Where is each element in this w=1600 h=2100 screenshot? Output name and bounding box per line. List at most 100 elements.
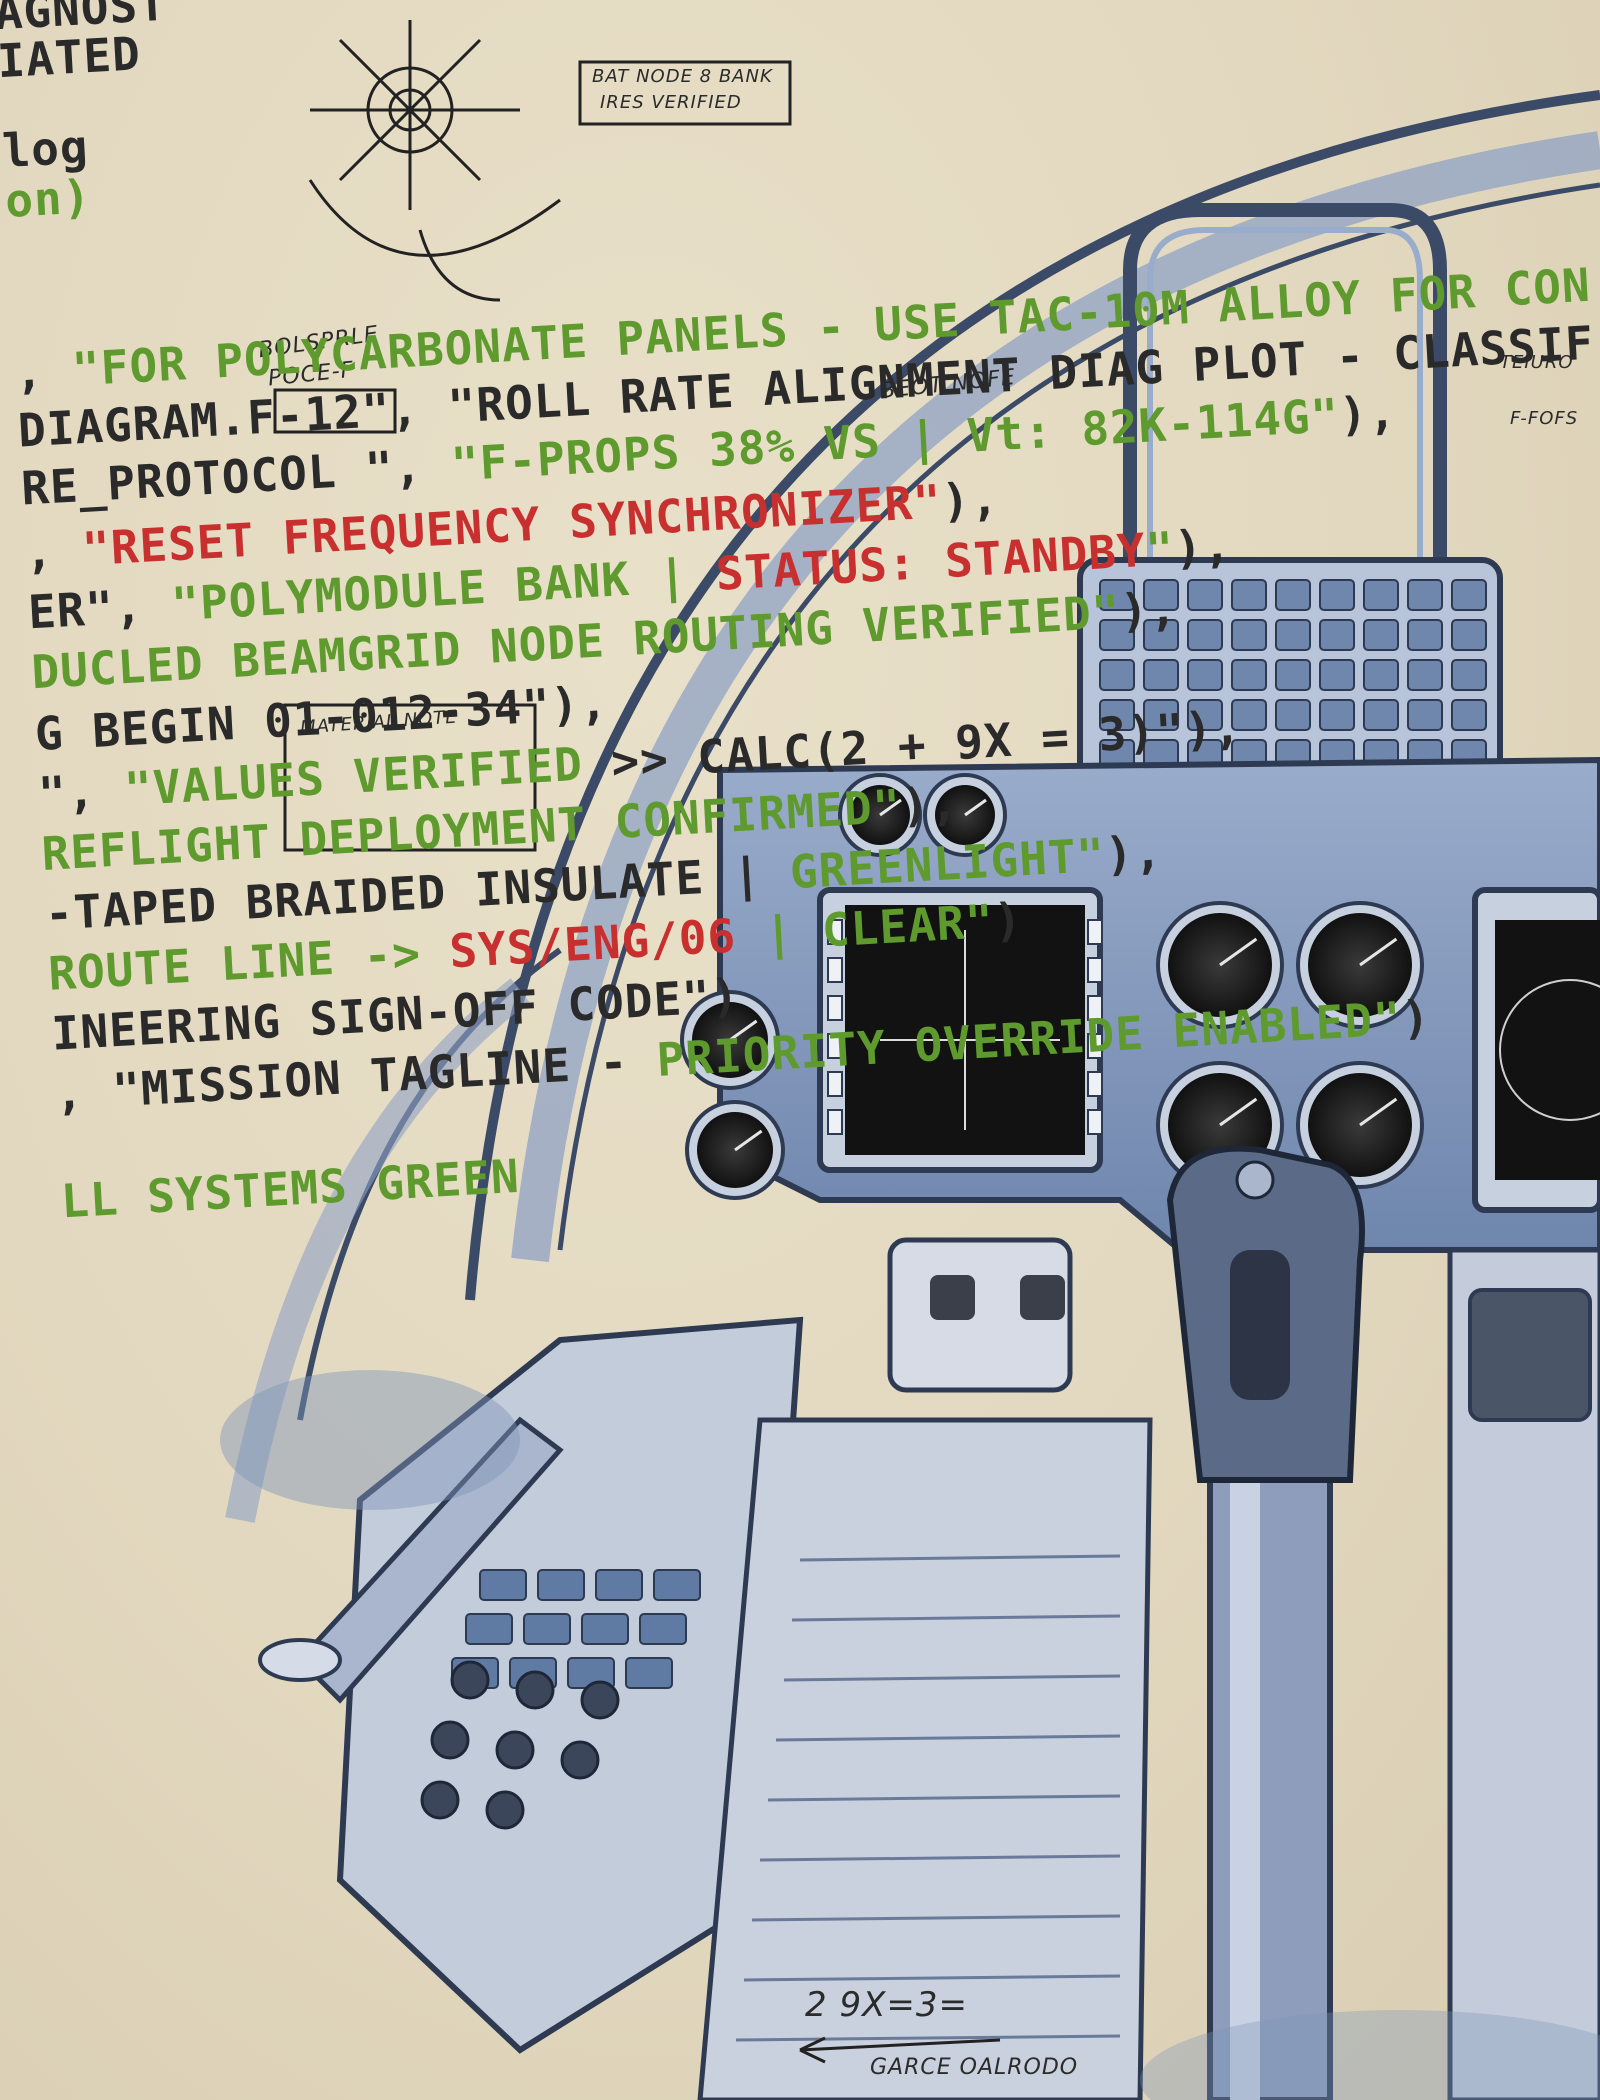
code-segment: GREENLIGHT" (788, 827, 1107, 900)
code-segment: , (13, 342, 74, 400)
floor-rib (791, 1614, 1121, 1622)
mfd-bezel-button (827, 1071, 843, 1097)
right-mfd-display (1472, 887, 1600, 1213)
keypad-key (1407, 619, 1443, 651)
keypad-key (1143, 579, 1179, 611)
keypad-key (1319, 659, 1355, 691)
code-segment: | CLEAR" (734, 893, 996, 963)
mfd-bezel-button (827, 957, 843, 983)
console-button (581, 1613, 629, 1645)
gauge-needle (734, 1129, 763, 1152)
code-line: on) (4, 169, 93, 228)
keypad-key (1143, 619, 1179, 651)
handwritten-note: 2 9X=3= (805, 1985, 968, 2025)
keypad-key (1363, 699, 1399, 731)
keypad-key (1275, 659, 1311, 691)
code-segment: ", (36, 762, 126, 822)
mfd-bezel-button (1087, 1109, 1103, 1135)
code-segment: ), (1118, 581, 1180, 639)
code-line: LL SYSTEMS GREEN (60, 1149, 521, 1229)
keypad-key (1275, 699, 1311, 731)
control-stick (1166, 1145, 1365, 2100)
keypad-key (1275, 579, 1311, 611)
console-knob (560, 1740, 600, 1780)
code-line: IATED (0, 26, 142, 88)
floor-rib (775, 1734, 1121, 1742)
keypad-key (1363, 579, 1399, 611)
code-line: log (1, 119, 90, 178)
keypad-key (1099, 699, 1135, 731)
mfd-bezel-button (827, 995, 843, 1021)
code-segment: ), (899, 775, 961, 833)
code-segment: on) (3, 169, 93, 228)
gauge-needle (964, 798, 987, 817)
console-knob (450, 1660, 490, 1700)
console-knob (580, 1680, 620, 1720)
mfd-bezel-button (1087, 1071, 1103, 1097)
note-box (578, 60, 792, 126)
hud-frame (1123, 203, 1447, 560)
code-segment: SYS/ENG/06 (448, 908, 738, 979)
keypad-key (1407, 579, 1443, 611)
handwritten-note: BAT NODE 8 BANK (592, 66, 773, 87)
handwritten-note: TEIURO (1500, 352, 1574, 373)
keypad-key (1099, 579, 1135, 611)
floor-rib (743, 1974, 1121, 1982)
keypad-key (1407, 699, 1443, 731)
keypad-key (1363, 659, 1399, 691)
throttle-lever (258, 1416, 564, 1704)
handwritten-note: GARCE OALRODO (870, 2055, 1079, 2080)
console-knob (430, 1720, 470, 1760)
mfd-bezel-button (1087, 957, 1103, 983)
keypad-key (1187, 619, 1223, 651)
code-segment: ), (1172, 518, 1234, 576)
floor-rib (759, 1854, 1121, 1862)
mfd-bezel-button (1087, 995, 1103, 1021)
code-segment: ) (992, 892, 1025, 948)
console-button (523, 1613, 571, 1645)
code-segment: PRIORITY OVERRIDE ENABLED" (655, 991, 1404, 1087)
cockpit-floor (697, 1417, 1153, 2100)
mfd-bezel-button (827, 919, 843, 945)
keypad-key (1187, 699, 1223, 731)
keypad-key (1451, 579, 1487, 611)
keypad-key (1143, 699, 1179, 731)
floor-rib (767, 1794, 1121, 1802)
keypad-key (1407, 659, 1443, 691)
code-segment: " (1144, 521, 1176, 577)
gauge-needle (1359, 1097, 1398, 1127)
floor-rib (735, 2034, 1121, 2042)
handwritten-note: IRES VERIFIED (600, 92, 742, 113)
keypad-key (1143, 659, 1179, 691)
keypad-key (1187, 579, 1223, 611)
keypad-key (1451, 619, 1487, 651)
console-button (479, 1569, 527, 1601)
console-knob (420, 1780, 460, 1820)
code-segment: IATED (0, 26, 143, 89)
gauge-needle (729, 1019, 758, 1042)
keypad-key (1451, 699, 1487, 731)
console-knob (515, 1670, 555, 1710)
canopy-frame-band (511, 131, 1600, 1263)
floor-rib (783, 1674, 1121, 1682)
console-button (595, 1569, 643, 1601)
gauge-needle (1359, 937, 1398, 967)
console-button (537, 1569, 585, 1601)
mfd-bezel-button (1087, 919, 1103, 945)
code-segment: , (23, 522, 84, 580)
left-mfd-display (817, 887, 1103, 1173)
console-button (625, 1657, 673, 1689)
console-button (465, 1613, 513, 1645)
code-segment: ) (1400, 989, 1432, 1046)
keypad-key (1319, 579, 1355, 611)
compass-sketch (308, 20, 561, 302)
gauge-needle (1219, 937, 1258, 967)
code-segment: ), (1337, 384, 1399, 442)
code-segment: LL SYSTEMS GREEN (59, 1148, 522, 1229)
keypad-key (1319, 699, 1355, 731)
mfd-bezel-button (827, 1109, 843, 1135)
keypad-key (1231, 619, 1267, 651)
